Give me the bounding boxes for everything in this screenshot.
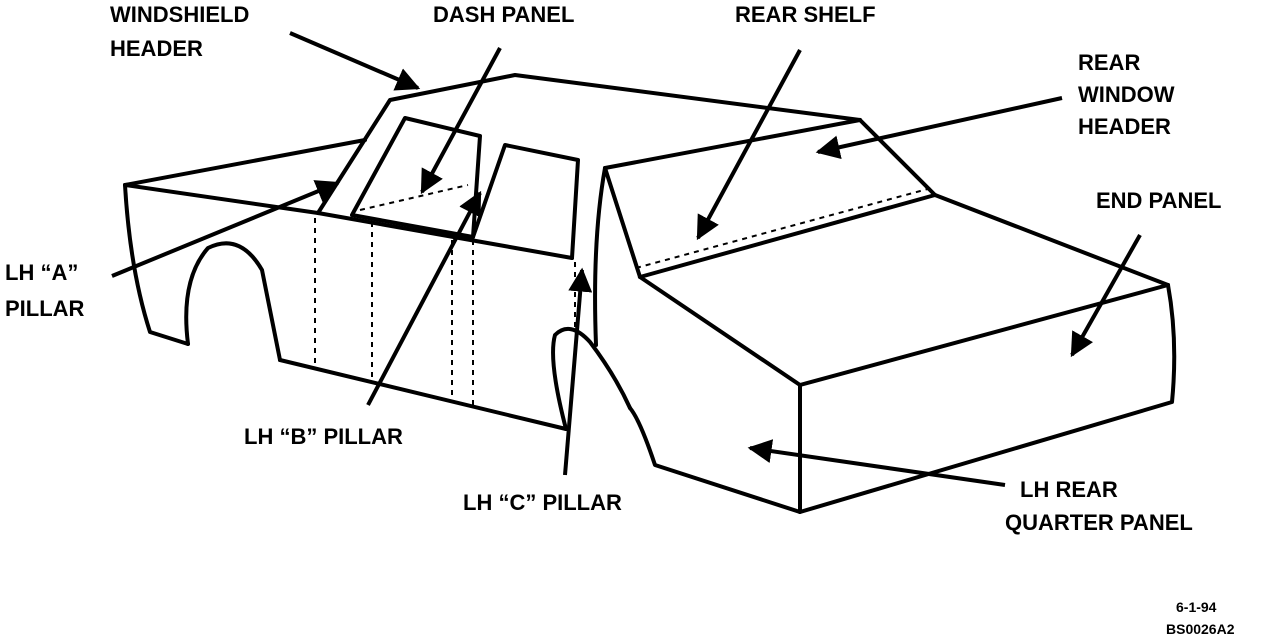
rear-window-header-line bbox=[858, 118, 937, 197]
callout-labels: WINDSHIELD HEADER DASH PANEL REAR SHELF … bbox=[5, 2, 1235, 637]
dash-panel-hidden-line bbox=[359, 184, 469, 211]
front-fender-rear-top bbox=[123, 183, 320, 215]
a-pillar-outline bbox=[316, 73, 862, 215]
front-fender-face bbox=[123, 183, 190, 346]
rear-deck-front-edge bbox=[638, 193, 937, 279]
footer-figure-id: BS0026A2 bbox=[1166, 621, 1235, 637]
rear-shelf-hidden-line bbox=[635, 186, 936, 269]
arrow-windshield-header bbox=[289, 31, 421, 91]
callout-arrows bbox=[111, 31, 1142, 487]
front-wheel-arch bbox=[184, 241, 282, 362]
arrow-lh-a-pillar bbox=[111, 180, 341, 278]
label-rear-shelf: REAR SHELF bbox=[735, 2, 876, 27]
arrow-rear-window-header bbox=[815, 96, 1063, 160]
rocker-panel bbox=[278, 358, 568, 431]
front-fender-top bbox=[123, 138, 367, 187]
rear-quarter-lower bbox=[628, 406, 802, 514]
arrow-end-panel bbox=[1070, 234, 1142, 358]
label-end-panel: END PANEL bbox=[1096, 188, 1222, 213]
windshield-opening bbox=[350, 116, 482, 239]
end-panel-outline bbox=[798, 283, 1177, 514]
deck-lid-right-edge bbox=[933, 193, 1170, 287]
label-lh-rear-quarter-panel: LH REAR QUARTER PANEL bbox=[1005, 477, 1193, 535]
label-lh-b-pillar: LH “B” PILLAR bbox=[244, 424, 403, 449]
c-pillar-outline bbox=[603, 166, 642, 279]
deck-lid-left-edge bbox=[638, 275, 802, 387]
car-body-outline bbox=[123, 73, 1177, 514]
arrow-rear-shelf bbox=[696, 49, 802, 241]
arrow-lh-b-pillar bbox=[366, 190, 482, 406]
c-pillar-vertical bbox=[593, 166, 607, 347]
arrow-lh-rear-quarter-panel bbox=[747, 439, 1006, 487]
footer-date: 6-1-94 bbox=[1176, 599, 1217, 615]
rear-wheel-arch bbox=[551, 326, 632, 431]
label-lh-a-pillar: LH “A” PILLAR bbox=[5, 260, 85, 321]
front-door-window bbox=[471, 143, 580, 260]
label-windshield-header: WINDSHIELD HEADER bbox=[110, 2, 255, 61]
label-dash-panel: DASH PANEL bbox=[433, 2, 574, 27]
arrow-lh-c-pillar bbox=[563, 267, 593, 476]
deck-lid-rear-edge bbox=[798, 283, 1170, 387]
label-rear-window-header: REAR WINDOW HEADER bbox=[1078, 50, 1181, 139]
rear-roof-edge bbox=[603, 118, 862, 170]
belt-line bbox=[316, 211, 574, 260]
label-lh-c-pillar: LH “C” PILLAR bbox=[463, 490, 622, 515]
arrow-dash-panel bbox=[420, 47, 502, 195]
